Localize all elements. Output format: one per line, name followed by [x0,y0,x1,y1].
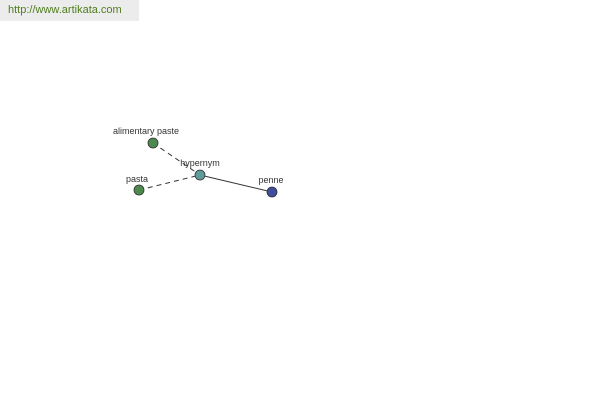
node-penne[interactable] [266,186,278,198]
site-link[interactable]: http://www.artikata.com [8,4,122,16]
node-pasta[interactable] [133,184,145,196]
edge-pasta-hypernym [138,174,201,191]
edge-alimentary-paste-hypernym [152,142,201,176]
url-bar: http://www.artikata.com [0,0,139,21]
edge-hypernym-penne [199,174,273,193]
label-alimentary-paste: alimentary paste [113,126,179,136]
label-penne: penne [258,175,283,185]
label-hypernym: hypernym [180,158,220,168]
label-pasta: pasta [126,174,148,184]
node-alimentary-paste[interactable] [147,137,159,149]
node-hypernym[interactable] [194,169,206,181]
